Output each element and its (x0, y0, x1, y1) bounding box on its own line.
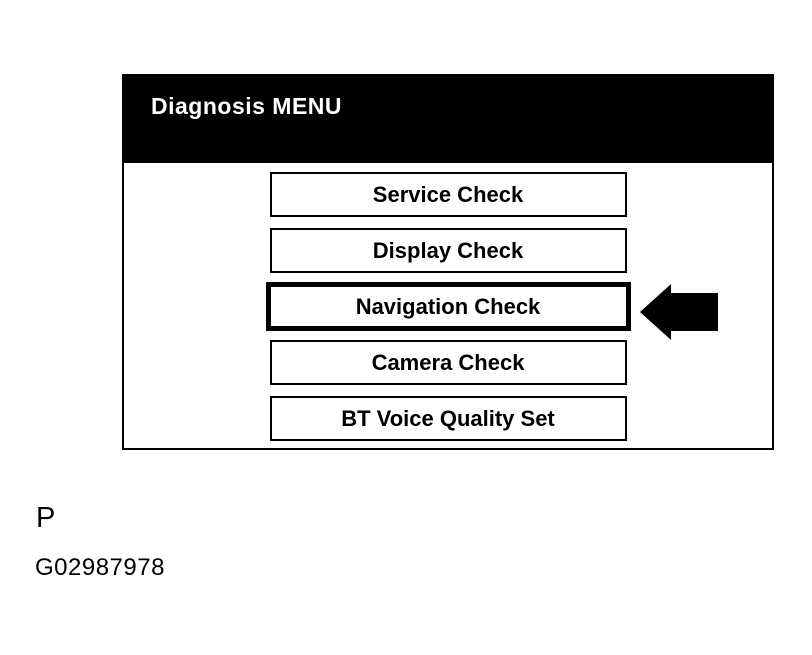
menu-button-bt-voice-quality-set[interactable]: BT Voice Quality Set (269, 396, 627, 441)
figure-code: G02987978 (35, 554, 165, 581)
menu-list: Service Check Display Check Navigation C… (124, 163, 772, 441)
page-letter: P (36, 502, 56, 534)
screen-title: Diagnosis MENU (151, 93, 343, 119)
diagnosis-menu-screen: Diagnosis MENU Service Check Display Che… (122, 74, 774, 450)
menu-button-camera-check[interactable]: Camera Check (269, 340, 627, 385)
menu-button-display-check[interactable]: Display Check (269, 228, 627, 273)
menu-button-service-check[interactable]: Service Check (269, 172, 627, 217)
menu-button-navigation-check[interactable]: Navigation Check (265, 282, 631, 331)
screen-header: Diagnosis MENU (124, 76, 772, 163)
left-arrow-icon (640, 284, 718, 340)
